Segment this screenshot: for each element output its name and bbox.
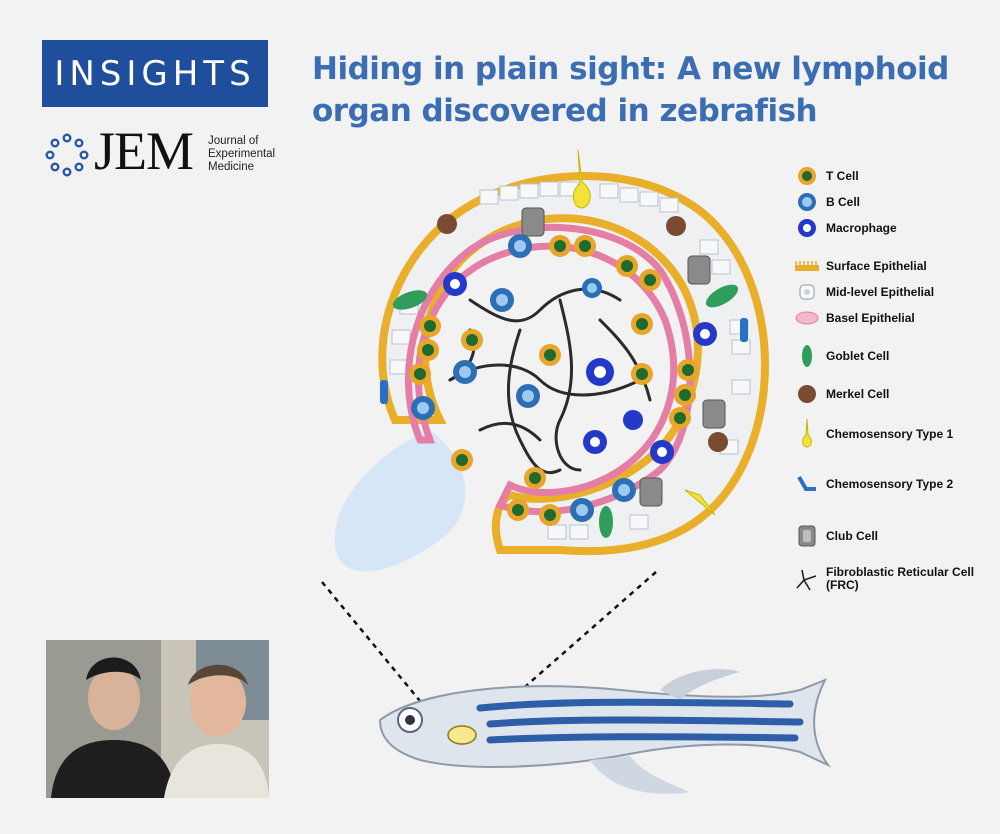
legend-item: Basel Epithelial xyxy=(792,306,976,330)
jem-logo: JEM Journal of Experimental Medicine xyxy=(42,121,282,188)
legend-item: Mid-level Epithelial xyxy=(792,280,976,304)
t-cells xyxy=(409,235,699,526)
frc-network xyxy=(448,287,652,475)
zebrafish xyxy=(378,669,832,794)
legend-item: Goblet Cell xyxy=(792,344,976,368)
basal-epithelial-icon xyxy=(792,306,822,330)
jem-emblem-icon xyxy=(45,133,89,177)
frc-icon xyxy=(792,567,822,591)
club-cell-icon xyxy=(792,524,822,548)
article-headline: Hiding in plain sight: A new lymphoid or… xyxy=(312,51,949,129)
legend-label: Merkel Cell xyxy=(826,386,890,401)
legend-label: Basel Epithelial xyxy=(826,310,915,325)
chemosensory-type2-icon xyxy=(792,472,822,496)
legend-label: B Cell xyxy=(826,194,861,209)
legend-label: Surface Epithelial xyxy=(826,258,927,273)
legend-label: T Cell xyxy=(826,168,859,183)
merkel-cells xyxy=(437,214,728,452)
club-cells xyxy=(521,207,726,507)
legend-item: Merkel Cell xyxy=(792,382,976,406)
legend-label: Chemosensory Type 1 xyxy=(826,426,954,441)
legend-label: Chemosensory Type 2 xyxy=(826,476,954,491)
legend-item: T Cell xyxy=(792,164,976,188)
legend-label: Goblet Cell xyxy=(826,348,890,363)
mid-level-epithelial-icon xyxy=(792,280,822,304)
legend-item: Club Cell xyxy=(792,524,976,548)
legend-item: B Cell xyxy=(792,190,976,214)
goblet-cell-icon xyxy=(792,344,822,368)
chemosensory-type1-icon xyxy=(792,419,822,448)
legend-item: Fibroblastic Reticular Cell (FRC) xyxy=(792,566,976,592)
b-cell-icon xyxy=(792,190,822,214)
journal-full-name: Journal of Experimental Medicine xyxy=(208,135,276,173)
surface-epithelial-icon xyxy=(792,254,822,278)
legend-label: Macrophage xyxy=(826,220,897,235)
authors-photo xyxy=(46,640,269,798)
insights-label: INSIGHTS xyxy=(54,53,256,94)
b-cells xyxy=(411,234,636,522)
legend-label: Fibroblastic Reticular Cell (FRC) xyxy=(826,565,975,592)
legend-item: Surface Epithelial xyxy=(792,254,976,278)
legend-item: Chemosensory Type 2 xyxy=(792,472,976,496)
legend-label: Club Cell xyxy=(826,528,879,543)
insights-badge: INSIGHTS xyxy=(42,40,268,107)
jem-wordmark: JEM xyxy=(94,121,194,181)
t-cell-icon xyxy=(792,164,822,188)
chemosensory-type1 xyxy=(573,149,716,516)
legend-item: Chemosensory Type 1 xyxy=(792,419,976,448)
goblet-cells xyxy=(392,284,739,538)
chemosensory-type2 xyxy=(380,318,748,404)
merkel-cell-icon xyxy=(792,382,822,406)
zoom-lines xyxy=(321,571,657,736)
macrophage-icon xyxy=(792,216,822,240)
legend-item: Macrophage xyxy=(792,216,976,240)
lumen-blob xyxy=(334,430,466,572)
legend-label: Mid-level Epithelial xyxy=(826,284,935,299)
